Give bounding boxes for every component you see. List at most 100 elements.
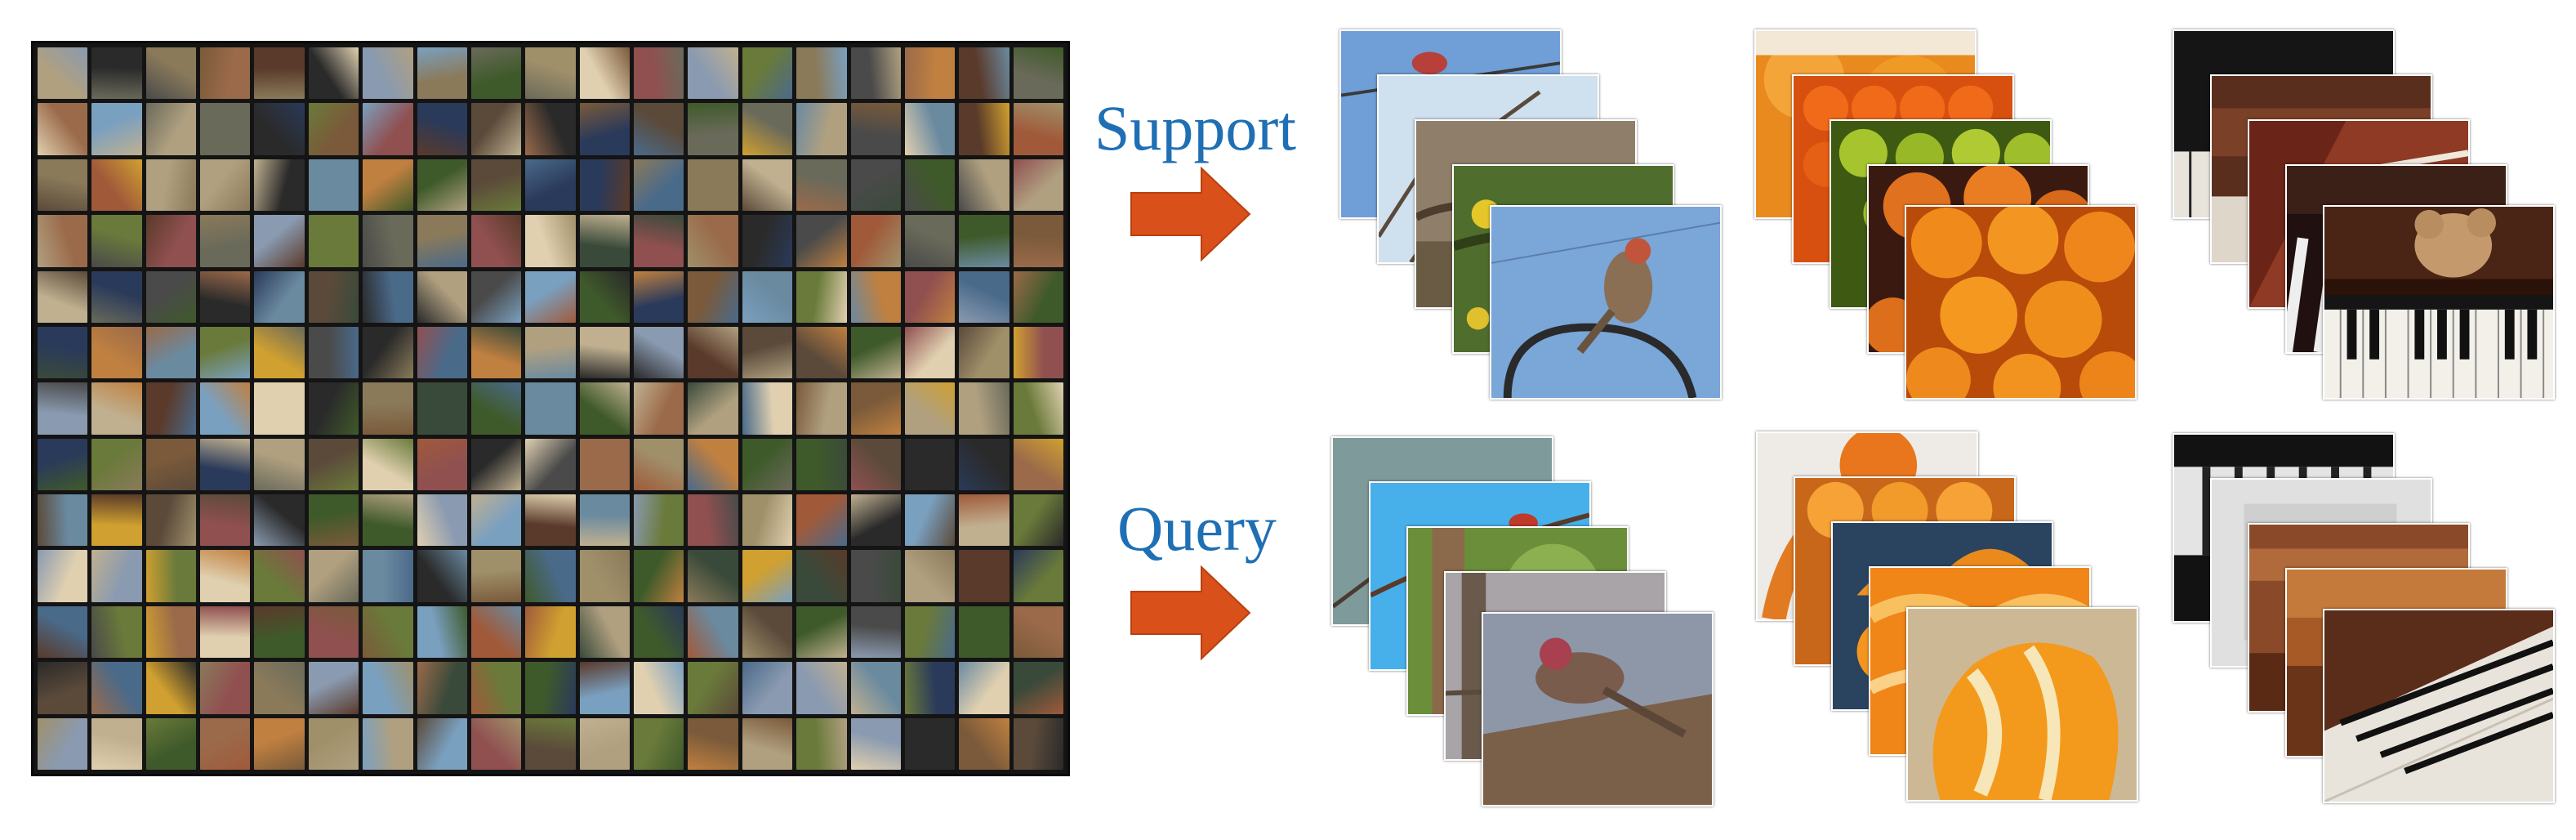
query-label: Query	[1117, 493, 1277, 564]
thumbnail-image	[579, 215, 631, 267]
thumbnail-image	[904, 326, 956, 379]
thumbnail-image	[904, 550, 956, 602]
thumbnail-image	[1013, 382, 1063, 435]
thumbnail-image	[308, 382, 359, 435]
thumbnail-image	[959, 717, 1009, 770]
thumbnail-image	[363, 550, 413, 602]
thumbnail-image	[525, 270, 576, 323]
thumbnail-image	[308, 550, 359, 602]
support-label: Support	[1094, 92, 1297, 163]
thumbnail-image	[796, 382, 847, 435]
thumbnail-image	[796, 494, 847, 547]
thumbnail-image	[91, 159, 142, 212]
thumbnail-image	[796, 438, 847, 491]
thumbnail-image	[634, 438, 684, 491]
thumbnail-image	[363, 438, 413, 491]
thumbnail-image	[904, 717, 956, 770]
thumbnail-image	[579, 494, 631, 547]
thumbnail-image	[850, 326, 901, 379]
thumbnail-image	[200, 494, 251, 547]
thumbnail-image	[145, 662, 197, 714]
thumbnail-image	[470, 605, 522, 659]
thumbnail-image	[850, 605, 901, 659]
thumbnail-image	[742, 382, 793, 435]
thumbnail-image	[470, 550, 522, 602]
thumbnail-image	[959, 550, 1009, 602]
orange-photo	[1906, 607, 2138, 802]
thumbnail-image	[742, 215, 793, 267]
thumbnail-image	[850, 103, 901, 155]
thumbnail-image	[850, 215, 901, 267]
thumbnail-image	[634, 382, 684, 435]
bird-photo	[1482, 612, 1714, 806]
thumbnail-image	[308, 270, 359, 323]
thumbnail-image	[308, 494, 359, 547]
thumbnail-image	[308, 159, 359, 212]
thumbnail-image	[579, 270, 631, 323]
thumbnail-image	[38, 662, 88, 714]
thumbnail-image	[904, 605, 956, 659]
thumbnail-image	[308, 326, 359, 379]
thumbnail-image	[145, 438, 197, 491]
thumbnail-image	[742, 159, 793, 212]
thumbnail-image	[688, 103, 738, 155]
thumbnail-image	[796, 717, 847, 770]
thumbnail-image	[742, 717, 793, 770]
thumbnail-image	[254, 717, 305, 770]
thumbnail-image	[742, 103, 793, 155]
thumbnail-image	[417, 550, 467, 602]
thumbnail-image	[91, 438, 142, 491]
thumbnail-image	[91, 662, 142, 714]
thumbnail-image	[363, 159, 413, 212]
thumbnail-image	[634, 103, 684, 155]
thumbnail-image	[145, 270, 197, 323]
thumbnail-image	[579, 717, 631, 770]
thumbnail-image	[417, 662, 467, 714]
thumbnail-image	[363, 270, 413, 323]
thumbnail-image	[200, 326, 251, 379]
thumbnail-image	[525, 382, 576, 435]
thumbnail-image	[850, 717, 901, 770]
thumbnail-image	[145, 47, 197, 100]
thumbnail-image	[525, 215, 576, 267]
thumbnail-image	[91, 494, 142, 547]
thumbnail-image	[38, 215, 88, 267]
thumbnail-image	[254, 605, 305, 659]
piano-photo	[2323, 205, 2555, 400]
thumbnail-image	[417, 494, 467, 547]
thumbnail-image	[904, 494, 956, 547]
thumbnail-image	[904, 382, 956, 435]
thumbnail-image	[688, 270, 738, 323]
thumbnail-image	[91, 215, 142, 267]
thumbnail-image	[363, 215, 413, 267]
thumbnail-image	[796, 159, 847, 212]
thumbnail-image	[417, 326, 467, 379]
thumbnail-image	[525, 326, 576, 379]
thumbnail-image	[796, 662, 847, 714]
thumbnail-image	[1013, 605, 1063, 659]
thumbnail-image	[91, 717, 142, 770]
thumbnail-image	[904, 215, 956, 267]
thumbnail-image	[200, 47, 251, 100]
thumbnail-image	[417, 382, 467, 435]
thumbnail-image	[1013, 438, 1063, 491]
thumbnail-image	[688, 605, 738, 659]
thumbnail-image	[308, 103, 359, 155]
thumbnail-image	[91, 103, 142, 155]
thumbnail-image	[742, 326, 793, 379]
thumbnail-image	[688, 382, 738, 435]
thumbnail-image	[417, 215, 467, 267]
thumbnail-image	[525, 159, 576, 212]
thumbnail-image	[254, 159, 305, 212]
thumbnail-image	[91, 382, 142, 435]
thumbnail-image	[688, 326, 738, 379]
thumbnail-image	[470, 717, 522, 770]
thumbnail-image	[904, 47, 956, 100]
thumbnail-image	[688, 47, 738, 100]
thumbnail-image	[254, 215, 305, 267]
thumbnail-image	[145, 382, 197, 435]
thumbnail-image	[91, 605, 142, 659]
image-dataset-mosaic	[31, 41, 1070, 776]
thumbnail-image	[579, 103, 631, 155]
